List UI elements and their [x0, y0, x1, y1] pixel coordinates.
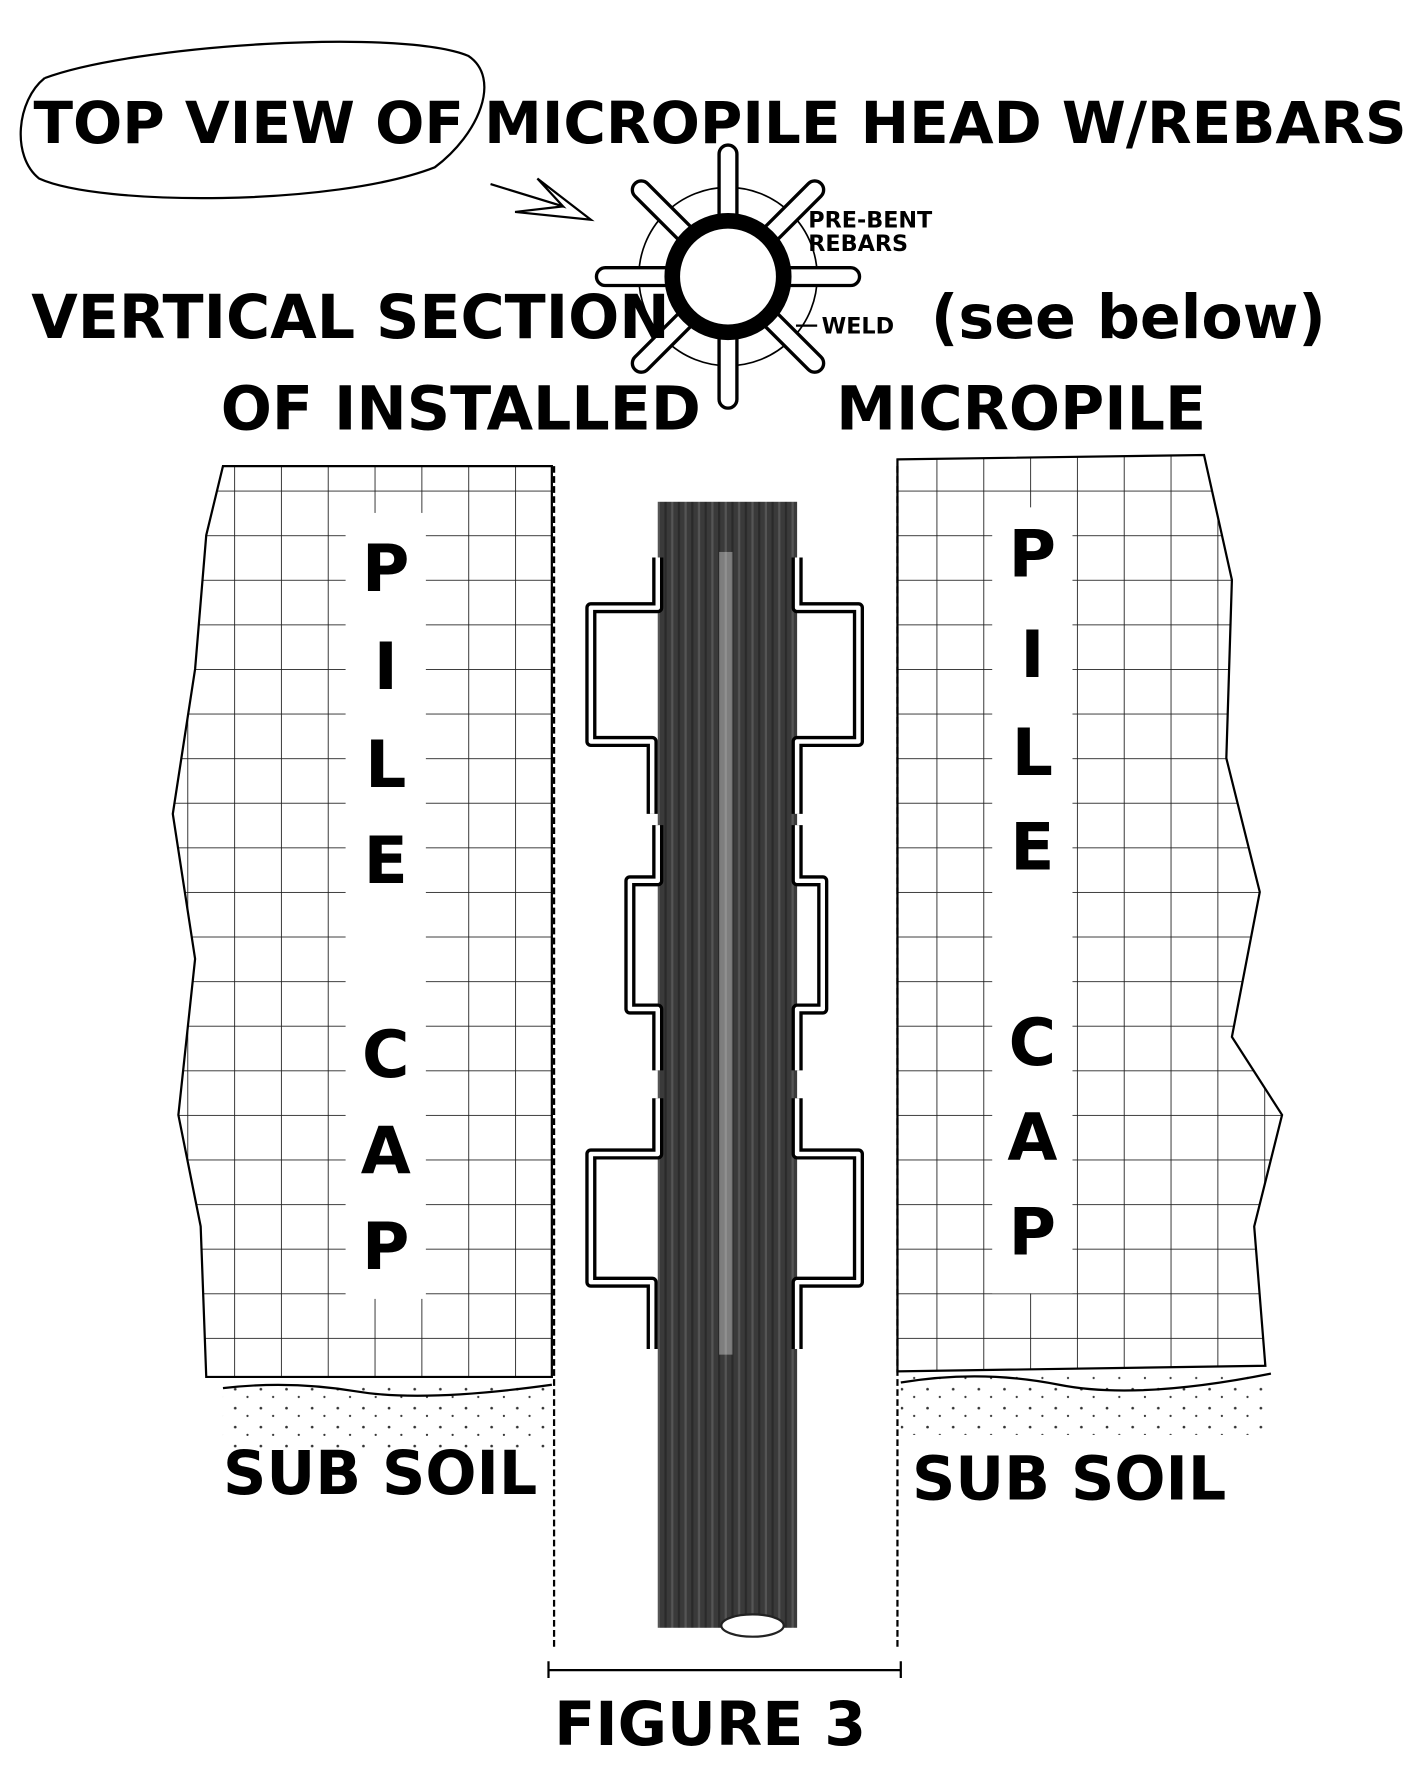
- rebar-label-line1: PRE-BENT: [808, 208, 933, 234]
- section-label-line1: VERTICAL SECTION: [31, 283, 669, 353]
- dimension-line: [547, 1661, 902, 1678]
- sub-soil-right-label: SUB SOIL: [912, 1445, 1226, 1515]
- sub-soil-left: [222, 1383, 553, 1452]
- svg-text:P: P: [1009, 1195, 1056, 1270]
- rebar-loops-inner: [588, 557, 861, 1350]
- section-label-line2: OF INSTALLED: [221, 374, 701, 444]
- svg-text:L: L: [365, 728, 406, 803]
- bore-hole: [552, 466, 899, 1648]
- micropile-shaft: [657, 501, 798, 1638]
- pile-cap-right-letters: P I L E C A P: [1007, 517, 1057, 1270]
- hand-drawn-loop: [19, 40, 486, 200]
- svg-text:A: A: [361, 1114, 411, 1189]
- micropile-label: MICROPILE: [836, 374, 1206, 444]
- svg-text:A: A: [1007, 1101, 1057, 1176]
- svg-text:C: C: [1009, 1006, 1056, 1081]
- sub-soil-left-label: SUB SOIL: [223, 1439, 537, 1509]
- svg-text:C: C: [362, 1018, 409, 1093]
- top-view-micropile-head: [594, 143, 862, 410]
- arrow-icon: [490, 177, 595, 222]
- svg-text:E: E: [1010, 811, 1054, 886]
- rebar-label-line2: REBARS: [808, 231, 908, 257]
- weld-label: WELD: [822, 313, 895, 339]
- svg-text:I: I: [374, 630, 398, 705]
- svg-text:P: P: [1009, 517, 1056, 592]
- svg-text:P: P: [362, 1210, 409, 1285]
- sub-soil-right: [900, 1372, 1272, 1435]
- svg-text:I: I: [1020, 618, 1044, 693]
- svg-text:E: E: [364, 824, 408, 899]
- svg-text:P: P: [362, 532, 409, 607]
- pile-cap-left: [171, 464, 553, 1379]
- title: TOP VIEW OF MICROPILE HEAD W/REBARS: [33, 89, 1406, 157]
- pile-cap-left-letters: P I L E C A P: [361, 532, 411, 1285]
- svg-text:L: L: [1012, 716, 1053, 791]
- see-below-label: (see below): [931, 283, 1326, 353]
- figure-label: FIGURE 3: [554, 1690, 866, 1760]
- pile-cap-right: [896, 453, 1284, 1373]
